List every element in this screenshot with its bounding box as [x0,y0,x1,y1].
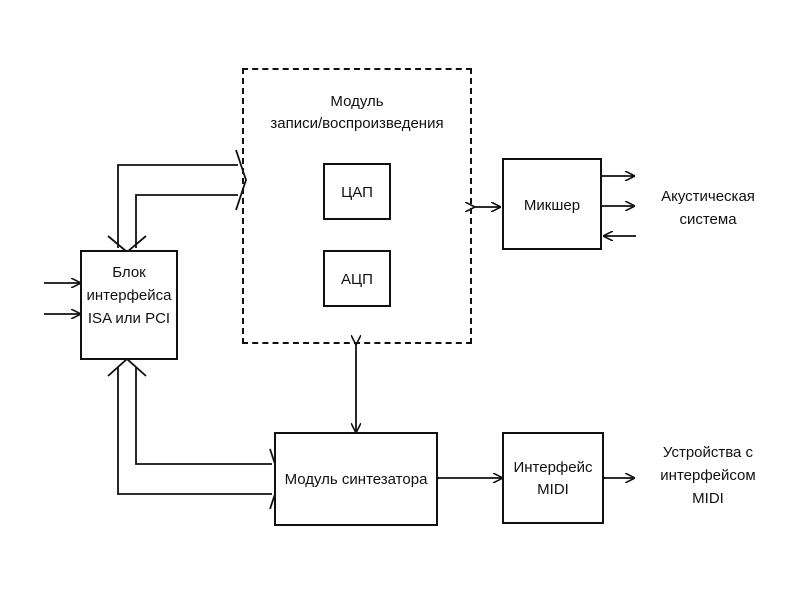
synth-block: Модуль синтезатора [274,432,438,526]
interface-label-2: интерфейса [86,287,172,304]
interface-label-1: Блок [112,264,146,281]
acoustic-system-label-1: Акустическая [661,188,755,205]
interface-block: Блок интерфейса ISA или PCI [80,250,178,360]
midi-devices-label-1: Устройства с [662,444,754,461]
midi-interface-block: Интерфейс MIDI [502,432,604,524]
acoustic-system-label-2: система [679,211,737,228]
dac-label: ЦАП [341,184,373,201]
bus-interface-synth [117,367,272,495]
interface-label-3: ISA или PCI [87,310,171,327]
midi-interface-label-1: Интерфейс [513,459,593,476]
midi-devices-label-2: интерфейсом [660,467,756,484]
record-playback-module: Модуль записи/воспроизведения [242,68,472,344]
midi-devices-label-3: MIDI [692,490,724,507]
bus-interface-record [117,164,238,248]
adc-block: АЦП [323,250,391,307]
record-module-title-1: Модуль [330,93,384,110]
adc-label: АЦП [341,271,373,288]
record-module-title-2: записи/воспроизведения [270,115,444,132]
mixer-block: Микшер [502,158,602,250]
synth-label: Модуль синтезатора [284,471,428,488]
midi-interface-label-2: MIDI [537,481,569,498]
dac-block: ЦАП [323,163,391,220]
mixer-label: Микшер [523,197,581,214]
